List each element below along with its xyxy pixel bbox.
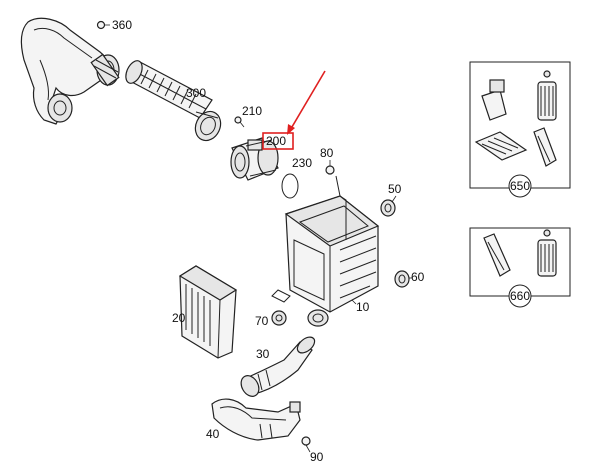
- part-230-seal-ring: [281, 173, 299, 199]
- callout-50: 50: [388, 182, 402, 196]
- callout-660-circle: [508, 284, 532, 308]
- callout-10-leader: [351, 299, 357, 305]
- part-360-intake-pipe: [20, 17, 120, 125]
- part-210-bolt: [234, 116, 245, 128]
- highlight-arrow: [287, 70, 326, 135]
- callout-70: 70: [255, 314, 269, 328]
- callout-360: 360: [112, 18, 132, 32]
- part-40-lower-duct: [211, 398, 301, 441]
- part-50-grommet: [380, 195, 397, 217]
- callout-210: 210: [242, 104, 262, 118]
- callout-650: 650: [510, 179, 530, 193]
- callout-200-highlight-box: [262, 132, 294, 150]
- callout-90: 90: [310, 450, 324, 464]
- callout-10: 10: [356, 300, 370, 314]
- callout-300: 300: [186, 86, 206, 100]
- callout-80: 80: [320, 146, 334, 160]
- callout-660: 660: [510, 289, 530, 303]
- service-kit-650-box: [469, 61, 571, 198]
- part-60-grommet: [394, 270, 412, 288]
- part-80-screw: [325, 160, 335, 175]
- callout-40: 40: [206, 427, 220, 441]
- callout-20: 20: [172, 311, 186, 325]
- part-70-grommet: [271, 310, 287, 326]
- callout-60: 60: [411, 270, 425, 284]
- callout-650-circle: [508, 174, 532, 198]
- callout-200: 200: [266, 134, 286, 148]
- part-30-intake-hose: [240, 336, 316, 397]
- part-360-bolt: [96, 20, 110, 30]
- part-10-air-filter-housing: [271, 175, 380, 327]
- part-20-air-filter-element: [178, 265, 238, 359]
- part-90-screw: [301, 436, 311, 453]
- service-kit-660-box: [469, 227, 571, 308]
- part-300-corrugated-hose: [125, 60, 222, 142]
- callout-230: 230: [292, 156, 312, 170]
- callout-30: 30: [256, 347, 270, 361]
